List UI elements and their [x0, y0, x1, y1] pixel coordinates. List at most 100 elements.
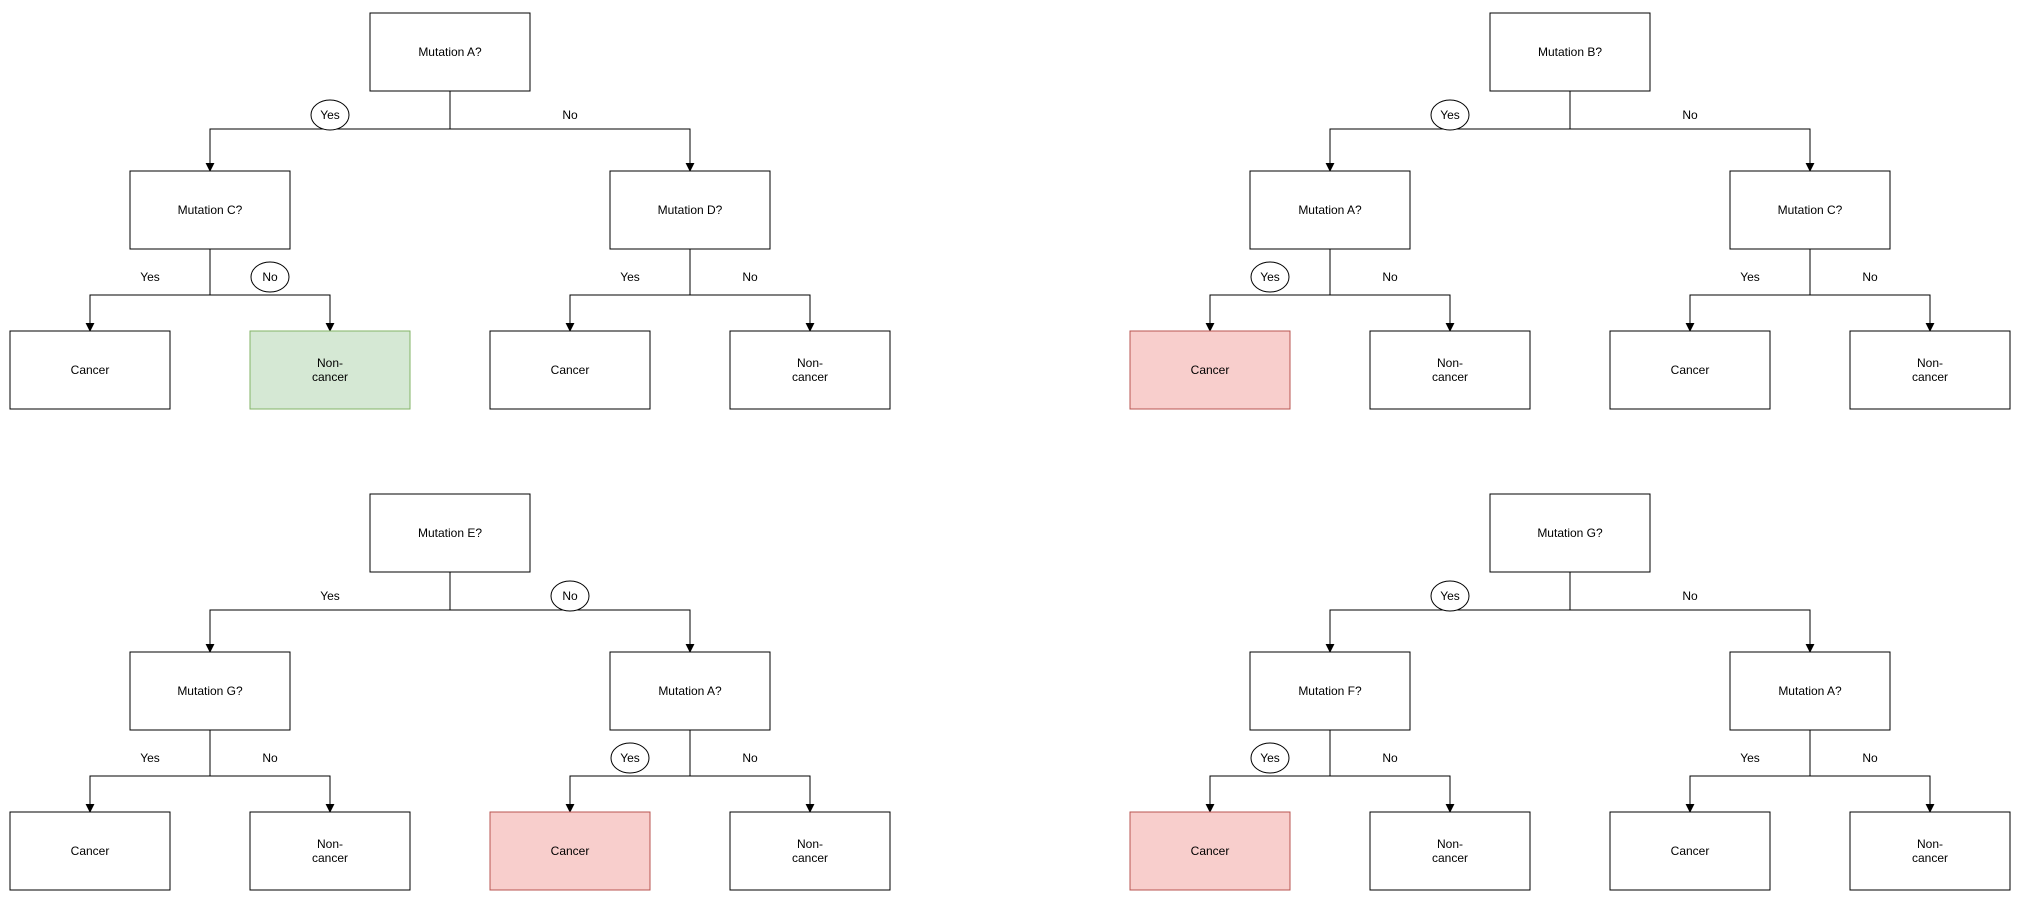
edge-label: No [1382, 270, 1398, 284]
edge-label: No [262, 751, 278, 765]
edge-connector [205, 609, 450, 653]
node-label: Mutation A? [1298, 203, 1362, 217]
edge-label-circle [250, 261, 290, 293]
edge-connector [1330, 294, 1455, 332]
leaf-node-box-highlight-red [489, 811, 651, 891]
decision-node-box [1249, 170, 1411, 250]
node-label: Mutation G? [177, 684, 243, 698]
edge-label: Yes [620, 270, 640, 284]
leaf-label-line: cancer [1912, 370, 1948, 384]
decision-node-box [1729, 651, 1891, 731]
edge-connector [210, 294, 335, 332]
edge-label: Yes [320, 108, 340, 122]
leaf-label-line: Non- [1437, 356, 1463, 370]
edge-label: Yes [1740, 751, 1760, 765]
edge-label: No [262, 270, 278, 284]
edge-connector [565, 775, 690, 813]
edge-connector [210, 775, 335, 813]
leaf-node-box [729, 811, 891, 891]
edge-connector [450, 609, 695, 653]
edge-label: No [742, 751, 758, 765]
edge-connector [1570, 128, 1815, 172]
edge-label-circle [1430, 99, 1470, 131]
leaf-label-line: Non- [317, 837, 343, 851]
leaf-node-box-highlight-red [1129, 330, 1291, 410]
leaf-node-box [9, 811, 171, 891]
edge-label: No [562, 108, 578, 122]
leaf-label-line: cancer [1912, 851, 1948, 865]
node-label: Mutation A? [658, 684, 722, 698]
leaf-label: Cancer [551, 844, 590, 858]
edge-label: Yes [140, 751, 160, 765]
edge-connector [205, 128, 450, 172]
leaf-label: Cancer [551, 363, 590, 377]
leaf-node-box-highlight-green [249, 330, 411, 410]
edge-connector [1810, 775, 1935, 813]
edge-connector [1810, 294, 1935, 332]
leaf-node-box [1609, 330, 1771, 410]
node-label: Mutation A? [418, 45, 482, 59]
leaf-label-line: Non- [317, 356, 343, 370]
leaf-node-box [1849, 811, 2011, 891]
leaf-label-line: Non- [1917, 356, 1943, 370]
edge-label: Yes [320, 589, 340, 603]
edge-connector [565, 294, 690, 332]
decision-node-box [1489, 493, 1651, 573]
edge-connector [1330, 775, 1455, 813]
leaf-label-line: cancer [792, 370, 828, 384]
node-label: Mutation B? [1538, 45, 1602, 59]
leaf-label: Cancer [1671, 363, 1710, 377]
decision-node-box [369, 12, 531, 92]
node-label: Mutation A? [1778, 684, 1842, 698]
leaf-node-box [489, 330, 651, 410]
edge-connector [1325, 609, 1570, 653]
leaf-label: Cancer [71, 363, 110, 377]
edge-connector [1570, 609, 1815, 653]
leaf-label: Cancer [1671, 844, 1710, 858]
node-label: Mutation D? [658, 203, 723, 217]
edge-connector [1205, 775, 1330, 813]
decision-node-box [609, 170, 771, 250]
edge-label: No [1382, 751, 1398, 765]
leaf-label-line: Non- [1437, 837, 1463, 851]
leaf-label-line: cancer [1432, 851, 1468, 865]
edge-connector [1685, 775, 1810, 813]
leaf-node-box [1849, 330, 2011, 410]
edge-label: Yes [140, 270, 160, 284]
leaf-label-line: cancer [792, 851, 828, 865]
leaf-label: Cancer [1191, 844, 1230, 858]
edge-label: Yes [1260, 751, 1280, 765]
leaf-label-line: cancer [312, 851, 348, 865]
edge-label-circle [310, 99, 350, 131]
leaf-node-box [249, 811, 411, 891]
leaf-node-box [1369, 811, 1531, 891]
edge-connector [85, 294, 210, 332]
leaf-node-box [1609, 811, 1771, 891]
leaf-label-line: Non- [1917, 837, 1943, 851]
leaf-label-line: cancer [1432, 370, 1468, 384]
leaf-node-box [729, 330, 891, 410]
decision-node-box [1249, 651, 1411, 731]
decision-node-box [369, 493, 531, 573]
edge-label-circle [550, 580, 590, 612]
decision-node-box [129, 651, 291, 731]
leaf-node-box-highlight-red [1129, 811, 1291, 891]
edge-label: No [1862, 270, 1878, 284]
decision-node-box [1489, 12, 1651, 92]
edge-connector [1325, 128, 1570, 172]
node-label: Mutation E? [418, 526, 482, 540]
leaf-node-box [9, 330, 171, 410]
edge-connector [690, 294, 815, 332]
edge-label: Yes [1740, 270, 1760, 284]
edge-label: No [1682, 589, 1698, 603]
edge-label: No [1862, 751, 1878, 765]
edge-label-circle [1430, 580, 1470, 612]
edge-label: No [742, 270, 758, 284]
decision-node-box [1729, 170, 1891, 250]
node-label: Mutation F? [1298, 684, 1362, 698]
edge-label: Yes [1260, 270, 1280, 284]
